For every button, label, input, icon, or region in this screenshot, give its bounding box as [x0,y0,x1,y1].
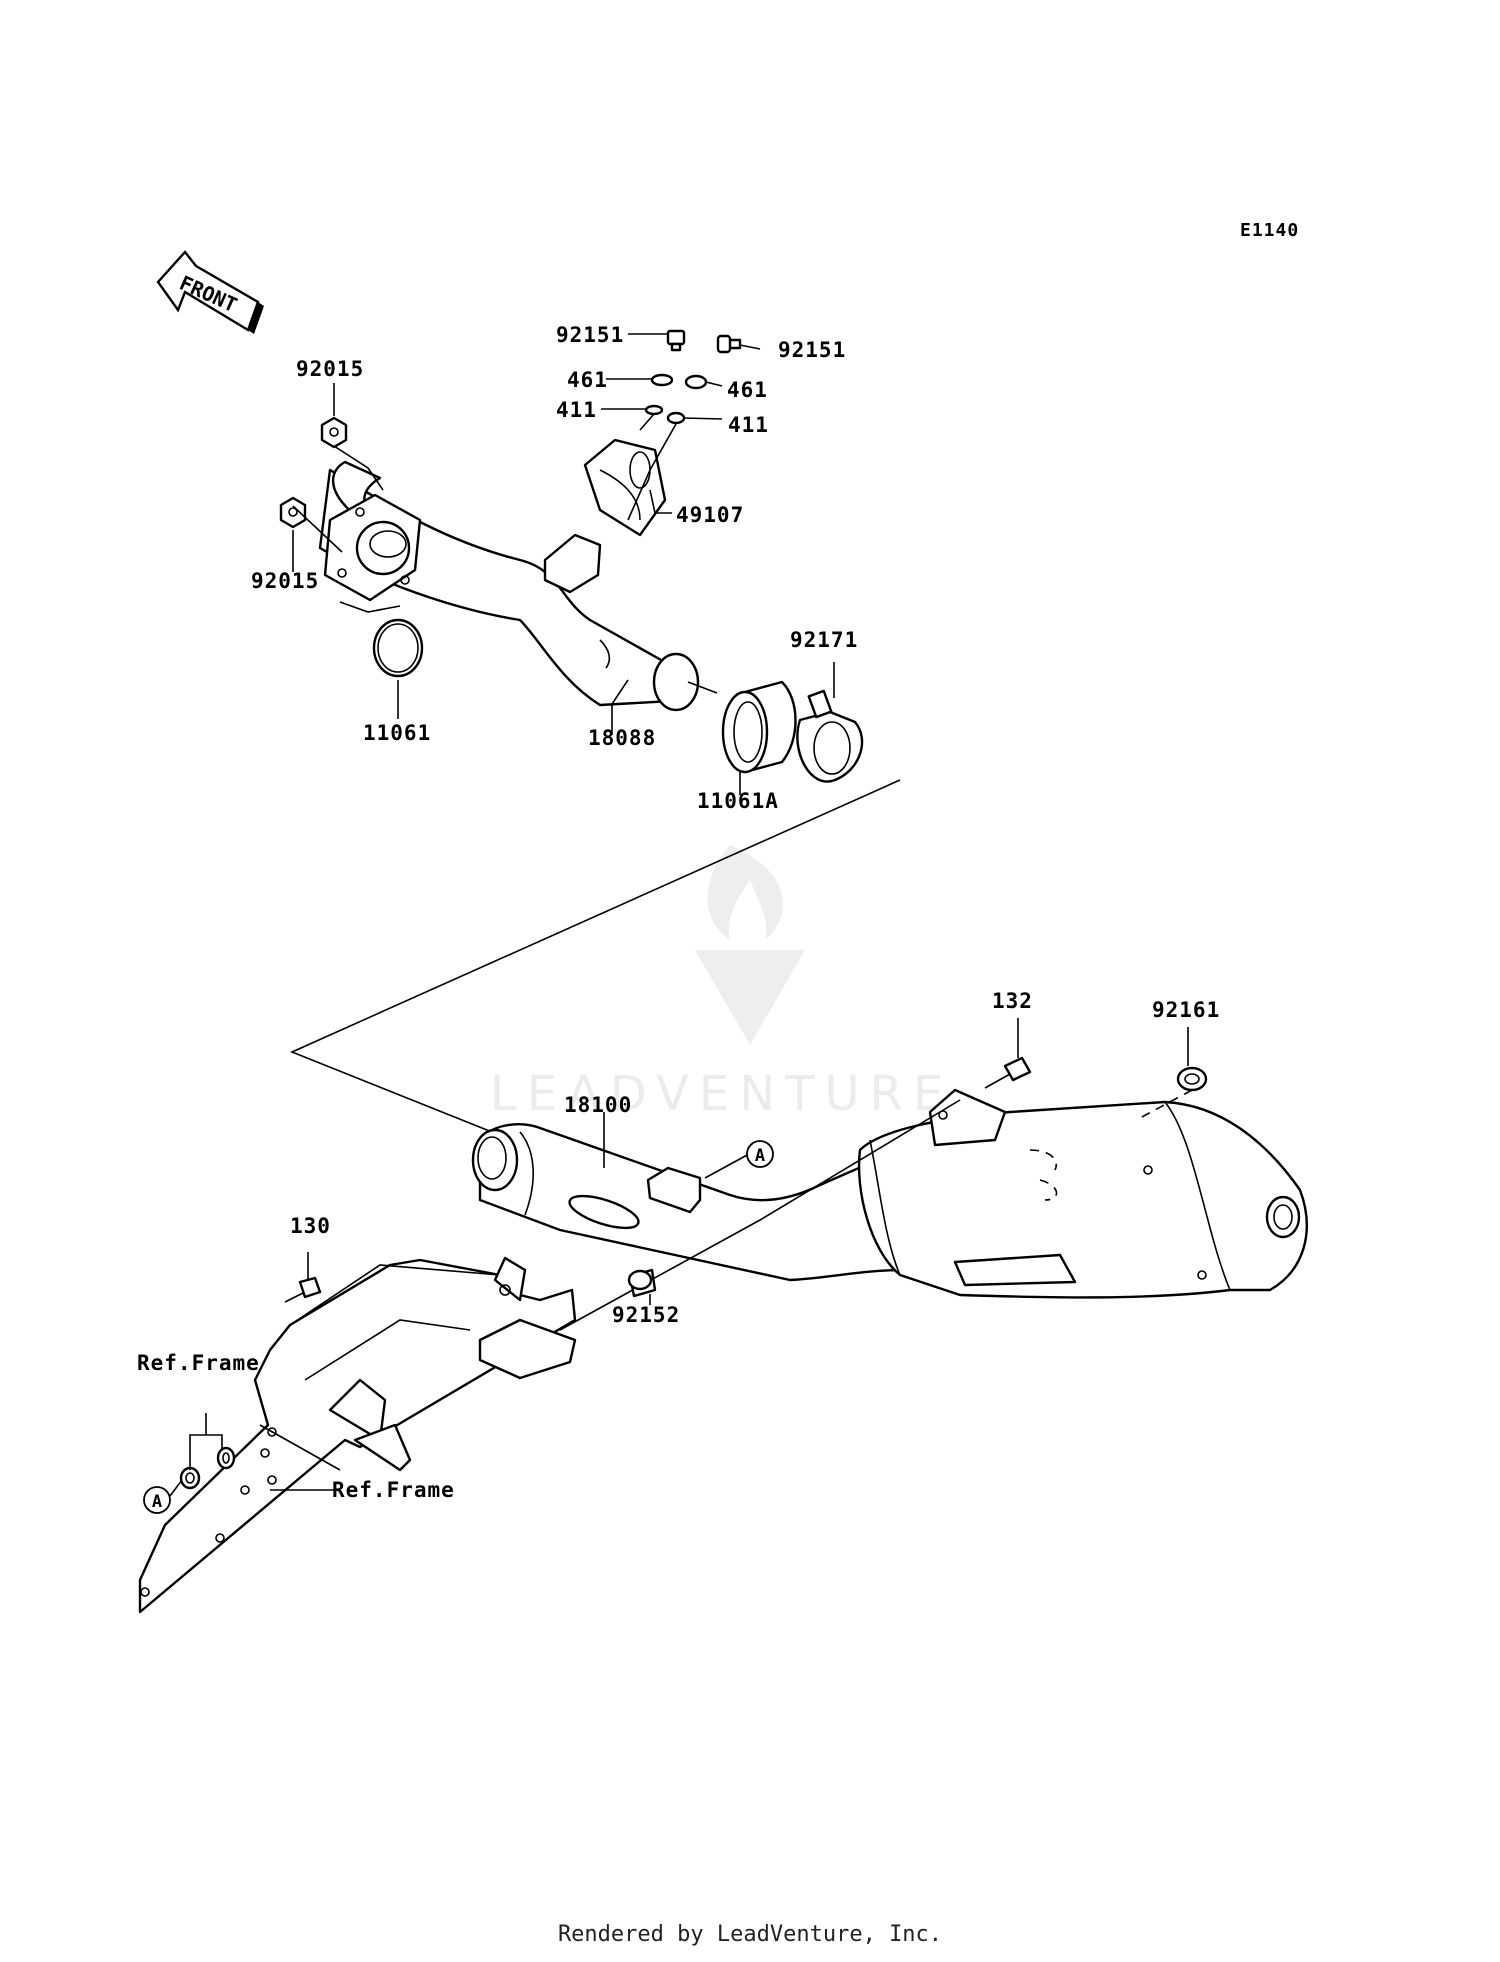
label-92161: 92161 [1152,998,1220,1022]
bolt-130-icon [284,1276,322,1303]
label-92015-top: 92015 [296,357,364,381]
label-92015-bottom: 92015 [251,569,319,593]
label-ref-frame-bottom: Ref.Frame [332,1478,455,1502]
callout-a-frame: A [143,1486,171,1514]
label-49107: 49107 [676,503,744,527]
header-pipe-18088 [318,460,700,712]
frame-reference [138,1256,577,1614]
leadventure-watermark: LEADVENTURE [490,845,953,1122]
bolt-92151-left-icon [666,329,686,352]
watermark-text: LEADVENTURE [490,1066,953,1122]
label-11061A: 11061A [697,789,779,813]
collar-92152-icon [627,1268,657,1298]
callout-a-pipe: A [746,1140,774,1168]
svg-text:A: A [755,1146,765,1166]
clamp-92171-icon [796,689,864,783]
washer-frame-b-icon [216,1446,236,1470]
label-411-right: 411 [728,413,769,437]
heat-guard-49107 [583,438,667,537]
muffler-18100 [471,1088,1308,1331]
label-92171: 92171 [790,628,858,652]
washer-411-right-icon [666,411,686,425]
label-132: 132 [992,989,1033,1013]
label-11061: 11061 [363,721,431,745]
label-461-left: 461 [567,368,608,392]
gasket-11061A-icon [721,680,797,774]
bolt-92151-right-icon [716,334,742,354]
assembly-link-line [289,779,901,1133]
gasket-11061-icon [372,618,424,678]
washer-411-left-icon [644,404,664,416]
washer-461-left-icon [650,373,674,387]
nut-92015-bottom-icon [279,496,307,529]
bolt-132-icon [984,1056,1032,1089]
front-arrow-icon: FRONT [156,250,264,334]
label-18100: 18100 [564,1093,632,1117]
footer-credit: Rendered by LeadVenture, Inc. [557,1922,943,1947]
leader-lines [169,333,1189,1497]
label-92151-right: 92151 [778,338,846,362]
label-130: 130 [290,1214,331,1238]
label-461-right: 461 [727,378,768,402]
label-411-left: 411 [556,398,597,422]
svg-text:A: A [152,1492,162,1512]
nut-92015-top-icon [320,416,348,449]
diagram-code: E1140 [1240,220,1299,241]
washer-461-right-icon [684,374,708,390]
washer-frame-a-icon [179,1466,201,1490]
label-18088: 18088 [588,726,656,750]
label-92152: 92152 [612,1303,680,1327]
grommet-92161-icon [1176,1066,1208,1092]
label-ref-frame-top: Ref.Frame [137,1351,260,1375]
label-92151-left: 92151 [556,323,624,347]
